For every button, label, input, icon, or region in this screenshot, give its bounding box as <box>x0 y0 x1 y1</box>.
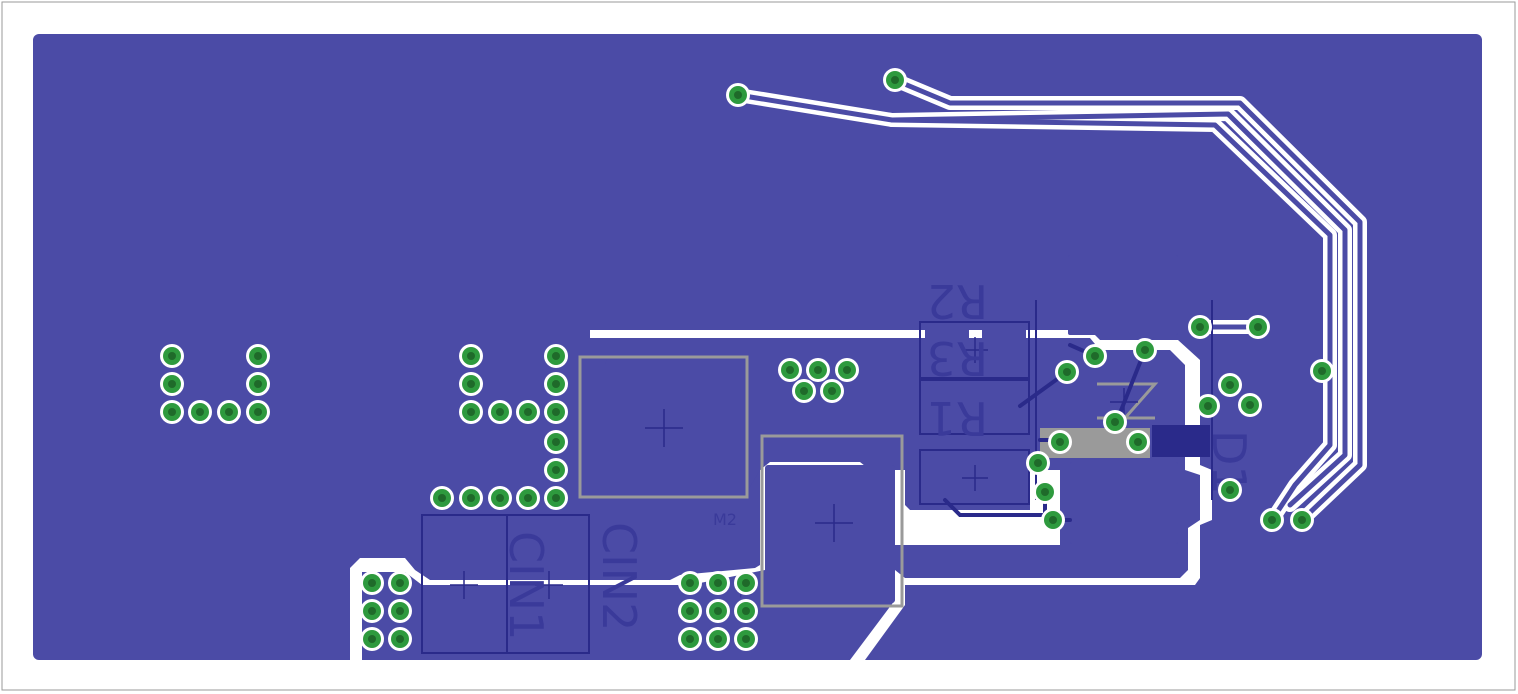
via-hole <box>552 494 560 502</box>
silk-d1-arrow <box>1097 382 1159 419</box>
silk-labels: R2 R3 R1 D1 M2 M1 CIN1 CIN2 <box>499 274 1256 640</box>
silk-m1 <box>760 434 904 608</box>
via-group <box>160 68 1334 651</box>
pad-d1-bottom <box>1070 462 1178 544</box>
via-hole <box>1111 418 1119 426</box>
via-hole <box>686 579 694 587</box>
via-hole <box>168 408 176 416</box>
via-hole <box>814 366 822 374</box>
outline-rbot <box>919 449 1030 505</box>
via-hole <box>1298 516 1306 524</box>
via-hole <box>1034 459 1042 467</box>
via-hole <box>1268 516 1276 524</box>
via-hole <box>552 466 560 474</box>
via-hole <box>396 579 404 587</box>
via-hole <box>396 635 404 643</box>
via-hole <box>1041 488 1049 496</box>
pad-r-left <box>925 455 969 499</box>
via-hole <box>254 408 262 416</box>
via-hole <box>734 91 742 99</box>
via-hole <box>1091 352 1099 360</box>
centroid-marks <box>450 337 1138 599</box>
via-hole <box>368 635 376 643</box>
outline-r1 <box>919 379 1030 435</box>
label-r1: R1 <box>927 391 988 445</box>
via-hole <box>467 494 475 502</box>
via-hole <box>742 607 750 615</box>
via-hole <box>467 380 475 388</box>
via-hole <box>786 366 794 374</box>
label-r3: R3 <box>927 331 988 385</box>
label-cin1: CIN1 <box>499 531 553 640</box>
routed-traces-copper <box>735 77 1363 523</box>
label-m2: M2 <box>713 510 737 529</box>
via-hole <box>828 387 836 395</box>
label-cin2: CIN2 <box>592 522 646 631</box>
via-hole <box>168 380 176 388</box>
via-hole <box>524 494 532 502</box>
via-hole <box>467 408 475 416</box>
via-hole <box>1246 401 1254 409</box>
via-hole <box>1318 367 1326 375</box>
pad-r3-right <box>982 328 1026 372</box>
via-hole <box>196 408 204 416</box>
via-hole <box>1204 402 1212 410</box>
via-hole <box>254 380 262 388</box>
via-hole <box>552 380 560 388</box>
via-hole <box>225 408 233 416</box>
via-hole <box>438 494 446 502</box>
via-hole <box>368 579 376 587</box>
via-hole <box>686 635 694 643</box>
via-hole <box>742 579 750 587</box>
pads <box>575 255 1178 603</box>
pad-r1-left <box>925 385 969 429</box>
via-hole <box>1254 323 1262 331</box>
via-hole <box>800 387 808 395</box>
via-hole <box>686 607 694 615</box>
component-outlines <box>421 300 1213 654</box>
via-hole <box>496 408 504 416</box>
outline-cin2 <box>506 514 590 654</box>
pad-m1 <box>765 465 895 603</box>
via-hole <box>1196 323 1204 331</box>
via-hole <box>1063 368 1071 376</box>
via-hole <box>1134 438 1142 446</box>
via-hole <box>552 408 560 416</box>
pad-r-right <box>982 455 1026 499</box>
via-hole <box>552 352 560 360</box>
via-hole <box>168 352 176 360</box>
via-hole <box>843 366 851 374</box>
via-hole <box>1049 516 1057 524</box>
via-hole <box>496 494 504 502</box>
via-hole <box>1226 381 1234 389</box>
via-hole <box>714 635 722 643</box>
via-hole <box>552 438 560 446</box>
via-hole <box>714 579 722 587</box>
pad-small-left <box>575 365 595 385</box>
label-r2: R2 <box>927 274 988 328</box>
via-hole <box>524 408 532 416</box>
via-hole <box>742 635 750 643</box>
via-hole <box>396 607 404 615</box>
pad-r3-left <box>925 328 969 372</box>
via-hole <box>254 352 262 360</box>
via-hole <box>1226 486 1234 494</box>
via-hole <box>714 607 722 615</box>
via-hole <box>368 607 376 615</box>
via-hole <box>891 76 899 84</box>
via-hole <box>467 352 475 360</box>
silk-m2 <box>578 355 749 499</box>
via-hole <box>1141 346 1149 354</box>
pad-d1-cathode <box>1152 425 1210 457</box>
via-hole <box>1056 438 1064 446</box>
outline-r3 <box>919 321 1030 379</box>
pad-d1-top <box>1068 255 1178 335</box>
